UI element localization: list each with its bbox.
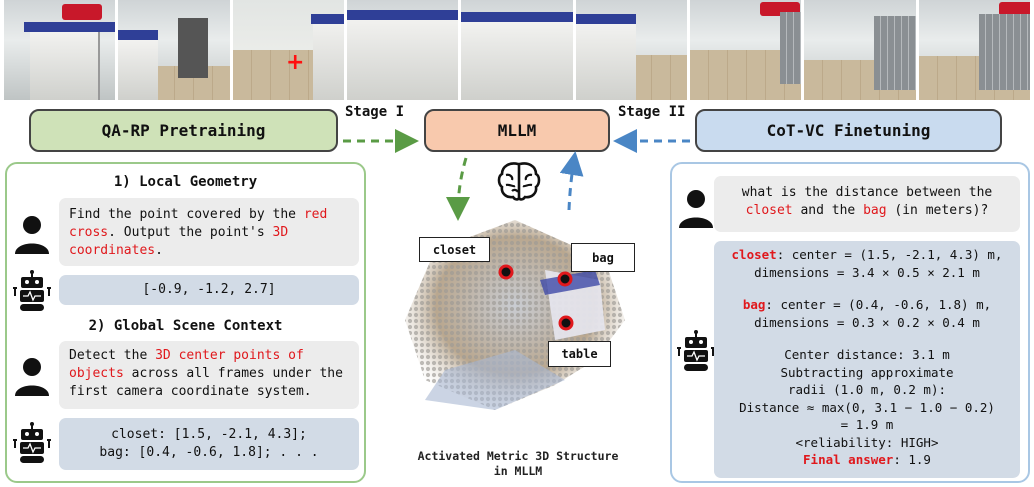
person-icon [15,358,49,396]
cot-vc-finetuning-box: CoT-VC Finetuning [695,109,1002,152]
finetuning-example-panel: what is the distance between the closet … [670,162,1030,483]
local-geometry-title: 1) Local Geometry [113,174,258,190]
pretraining-examples-panel: 1) Local Geometry Find the point covered… [5,162,366,483]
red-cross-marker: + [286,50,305,75]
closet-dims-line: dimensions = 3.4 × 0.5 × 2.1 m [754,264,980,280]
bag-center-line: bag: center = (0.4, -0.6, 1.8) m, [742,297,992,312]
table-tag: table [548,341,611,367]
center-distance-line: Center distance: 3.1 m [784,347,950,362]
video-frame-5 [461,0,573,100]
distance-result-line: = 1.9 m [840,417,894,432]
stage-1-label: Stage I [345,104,405,120]
local-geometry-question: Find the point covered by the red cross.… [59,198,359,266]
robot-icon [677,330,715,371]
video-frame-3 [232,0,344,100]
mllm-down-arrow [446,157,471,221]
person-icon [679,190,713,228]
bag-tag: bag [571,243,635,272]
video-frame-2 [118,0,230,100]
mllm-box: MLLM [424,109,610,152]
global-scene-question: Detect the 3D center points of objects a… [59,341,359,409]
bag-dims-line: dimensions = 0.3 × 0.2 × 0.4 m [754,314,980,330]
video-frame-6 [575,0,687,100]
video-frame-8 [804,0,916,100]
closet-center-line: closet: center = (1.5, -2.1, 4.3) m, [731,247,1003,262]
closet-point [498,264,514,280]
qa-rp-pretraining-box: QA-RP Pretraining [29,109,338,152]
robot-icon [13,422,51,463]
global-scene-answer: closet: [1.5, -2.1, 4.3]; bag: [0.4, -0.… [59,418,359,470]
final-answer-line: Final answer: 1.9 [803,452,931,467]
point-cloud-caption: Activated Metric 3D Structure in MLLM [417,449,619,478]
subtract-line-2: radii (1.0 m, 0.2 m): [787,382,947,397]
distance-question: what is the distance between the closet … [714,176,1020,232]
video-frame-9 [918,0,1030,100]
local-geometry-answer: [-0.9, -1.2, 2.7] [59,275,359,305]
person-icon [15,216,49,254]
video-frame-1 [4,0,116,100]
distance-formula-line: Distance ≈ max(0, 3.1 − 1.0 − 0.2) [739,399,995,415]
global-scene-context-title: 2) Global Scene Context [88,318,283,334]
subtract-line-1: Subtracting approximate [780,364,954,380]
reliability-line: <reliability: HIGH> [795,434,939,450]
chain-of-thought-answer: closet: center = (1.5, -2.1, 4.3) m, dim… [714,241,1020,478]
table-point [558,315,574,331]
mllm-up-arrow [559,151,584,211]
stage-2-label: Stage II [618,104,686,120]
bag-point [557,271,573,287]
closet-tag: closet [419,237,490,262]
video-frame-4 [346,0,459,100]
brain-icon [497,162,541,201]
video-frame-strip [4,0,1030,100]
robot-icon [13,270,51,311]
video-frame-7 [689,0,802,100]
